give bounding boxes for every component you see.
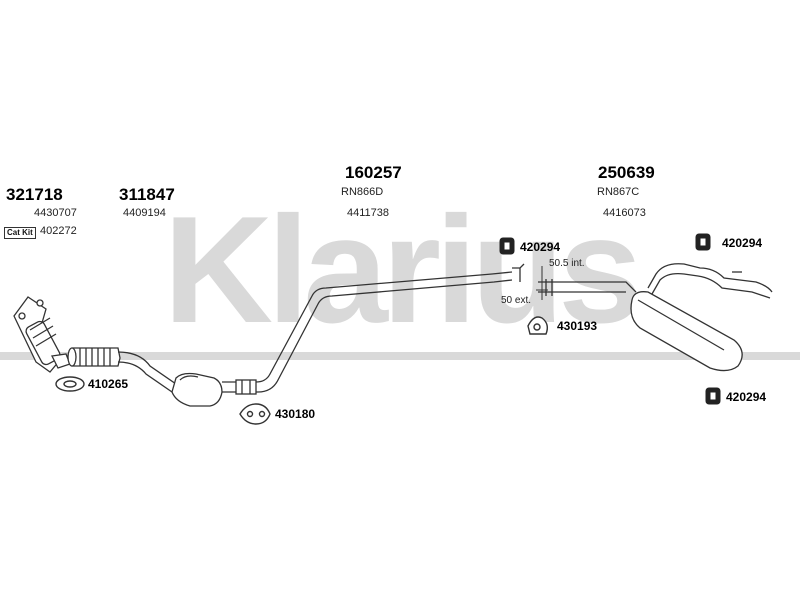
ref-number: 4430707 [34, 207, 77, 219]
cat-kit-badge: Cat Kit [4, 227, 36, 239]
accessory-number: 420294 [520, 240, 561, 254]
flex-pipe [67, 347, 121, 367]
dimension-markers [536, 266, 548, 300]
code-label: RN866D [341, 186, 384, 198]
rubber-mount-icon [695, 233, 711, 251]
rear-silencer [538, 263, 773, 372]
catalytic-converter-pipe [117, 263, 525, 407]
part-number-311847: 311847 [119, 185, 175, 204]
cat-kit-ref: 402272 [40, 225, 77, 237]
accessory-number: 410265 [88, 377, 129, 391]
gasket-icon [55, 376, 85, 392]
accessory-number: 420294 [726, 390, 767, 404]
dimension-external: 50 ext. [501, 295, 532, 306]
part-number-250639: 250639 [598, 163, 655, 182]
part-number-321718: 321718 [6, 185, 63, 204]
clamp-icon [527, 316, 549, 335]
ref-number: 4416073 [603, 207, 646, 219]
accessory-number: 420294 [722, 236, 763, 250]
watermark-bar [0, 352, 800, 360]
ref-number: 4409194 [123, 207, 166, 219]
part-number-160257: 160257 [345, 163, 402, 182]
watermark-text: Klarius [163, 185, 637, 355]
rubber-mount-icon [705, 387, 721, 405]
accessory-number: 430180 [275, 407, 316, 421]
rubber-mount-icon [499, 237, 515, 255]
ref-number: 4411738 [347, 207, 390, 219]
accessory-number: 430193 [557, 319, 598, 333]
clamp-icon [239, 403, 271, 425]
code-label: RN867C [597, 186, 640, 198]
dimension-internal: 50.5 int. [549, 258, 585, 269]
manifold-catalyst [13, 296, 71, 373]
